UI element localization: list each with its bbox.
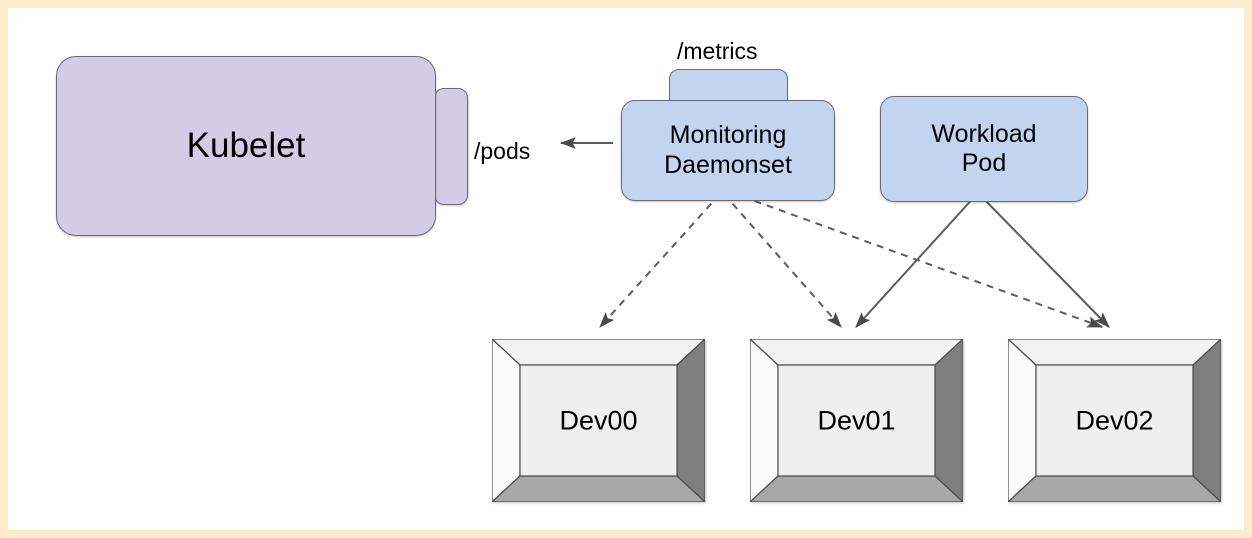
node-monitoring-daemonset-label: Monitoring Daemonset [664,121,792,180]
edge-workload-to-dev02 [979,194,1110,328]
node-workload-pod-line2: Pod [961,149,1007,177]
edge-monitoring-to-dev02 [729,191,1104,328]
pods-endpoint-label: /pods [474,138,531,164]
device-bevel-left [1008,339,1037,502]
device-face [777,364,936,477]
node-kubelet-label: Kubelet [186,126,306,166]
edge-monitoring-to-dev01 [723,193,842,328]
device-bevel-frame [750,339,963,502]
device-bevel-left [492,339,521,502]
device-bevel-frame [492,339,705,502]
device-bevel-right [676,339,705,502]
device-bevel-top [1008,339,1221,366]
node-workload-pod-label: Workload Pod [931,120,1036,179]
device-dev02[interactable]: Dev02 [1008,339,1221,502]
device-dev01[interactable]: Dev01 [750,339,963,502]
node-monitoring-daemonset-line2: Daemonset [664,150,792,179]
node-monitoring-daemonset[interactable]: Monitoring Daemonset [621,100,835,201]
device-bevel-right [1192,339,1221,502]
device-bevel-bottom [750,475,963,502]
device-dev00[interactable]: Dev00 [492,339,705,502]
device-bevel-bottom [1008,475,1221,502]
device-face [1035,364,1194,477]
device-bevel-top [492,339,705,366]
pods-endpoint-tab[interactable] [434,88,468,205]
device-bevel-right [934,339,963,502]
edge-monitoring-to-dev00 [599,193,721,328]
device-bevel-left [750,339,779,502]
device-face [519,364,678,477]
node-workload-pod[interactable]: Workload Pod [880,96,1088,202]
metrics-endpoint-label: /metrics [677,38,758,64]
node-workload-pod-line1: Workload [931,119,1037,148]
device-bevel-top [750,339,963,366]
node-monitoring-daemonset-line1: Monitoring [669,121,787,149]
device-bevel-bottom [492,475,705,502]
node-kubelet[interactable]: Kubelet [56,56,436,236]
device-bevel-frame [1008,339,1221,502]
edge-workload-to-dev01 [855,194,977,328]
diagram-canvas: Kubelet /pods /metrics Monitoring Daemon… [8,8,1244,530]
